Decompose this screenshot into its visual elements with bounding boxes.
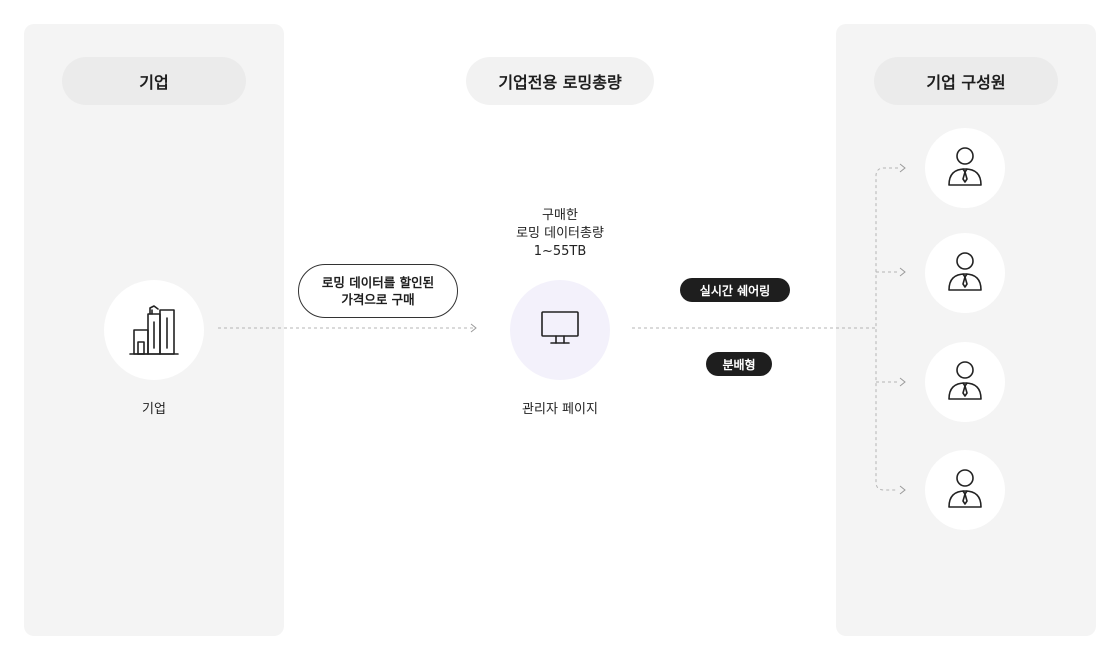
purchase-bubble-line2: 가격으로 구매 [341,292,415,307]
purchase-bubble-line1: 로밍 데이터를 할인된 [321,275,435,290]
purchased-line2: 로밍 데이터총량 [516,226,604,241]
arrow-head [899,377,906,387]
members-panel [836,24,1096,636]
admin-node [510,280,610,380]
members-header: 기업 구성원 [874,57,1058,105]
member-node [925,342,1005,422]
building-icon [128,300,180,360]
sharing-badge: 실시간 쉐어링 [680,278,790,302]
monitor-icon [540,308,580,352]
center-header: 기업전용 로밍총량 [466,57,654,105]
arrow-head [899,267,906,277]
person-icon [945,467,985,513]
distribution-badge: 분배형 [706,352,772,376]
arrow-head [899,485,906,495]
company-header: 기업 [62,57,246,105]
member-node [925,128,1005,208]
company-label: 기업 [142,402,166,417]
person-icon [945,145,985,191]
purchased-line3: 1~55TB [533,244,587,259]
person-icon [945,250,985,296]
admin-label: 관리자 페이지 [522,402,598,417]
purchased-line1: 구매한 [542,208,578,223]
purchase-bubble: 로밍 데이터를 할인된 가격으로 구매 [298,264,458,318]
member-node [925,450,1005,530]
person-icon [945,359,985,405]
purchased-amount: 구매한 로밍 데이터총량 1~55TB [470,207,650,261]
member-node [925,233,1005,313]
company-node [104,280,204,380]
member-trunk-line [875,167,898,491]
arrow-head [899,163,906,173]
arrow-head [470,323,477,333]
